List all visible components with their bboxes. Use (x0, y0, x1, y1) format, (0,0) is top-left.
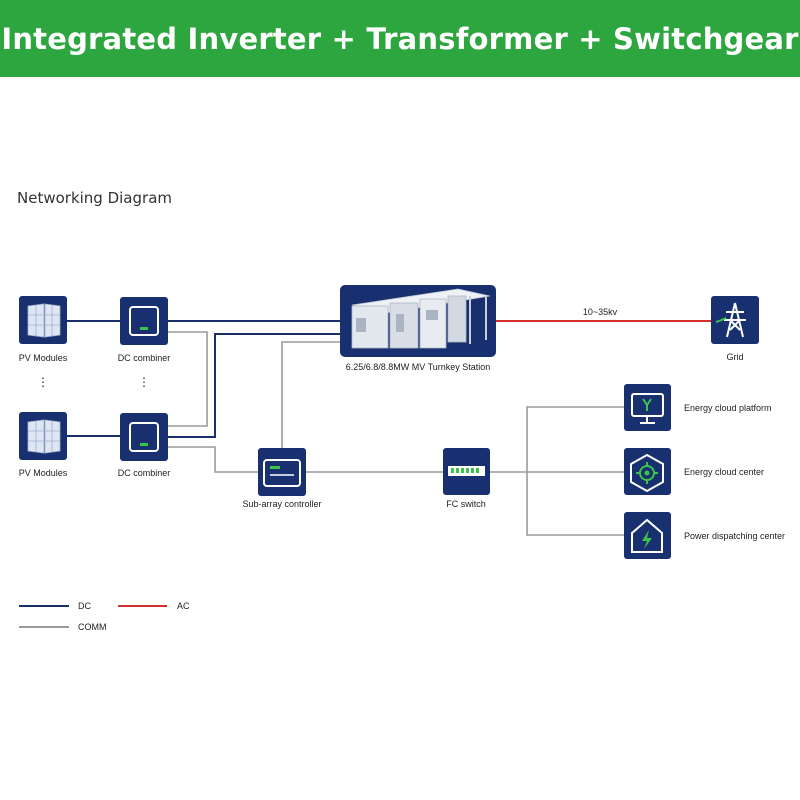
house-lightning-icon (631, 518, 663, 553)
comm-line-controller-station (281, 341, 340, 448)
network-switch-icon (448, 466, 485, 476)
pv-modules-top-node (19, 296, 67, 344)
pv-modules-top-label: PV Modules (18, 353, 68, 363)
sub-array-controller-node (258, 448, 306, 496)
dc-combiner-top-node (120, 297, 168, 345)
legend-dc-label: DC (78, 601, 91, 611)
dc-combiner-bottom-label: DC combiner (117, 468, 171, 478)
grid-node (711, 296, 759, 344)
dc-combiner-top-label: DC combiner (117, 353, 171, 363)
controller-icon (263, 459, 301, 487)
power-dispatching-center-label: Power dispatching center (684, 531, 786, 541)
banner-title: Integrated Inverter + Transformer + Swit… (1, 21, 799, 56)
dc-combiner-ellipsis: ⋮ (138, 375, 150, 389)
pv-modules-bottom-node (19, 412, 67, 460)
comm-line-combiner-controller (168, 446, 258, 473)
voltage-label: 10~35kv (582, 307, 618, 317)
fc-switch-label: FC switch (446, 499, 486, 509)
turnkey-station-node (340, 285, 496, 357)
turnkey-station-icon (351, 288, 491, 349)
legend-comm-label: COMM (78, 622, 107, 632)
legend (19, 605, 167, 628)
power-dispatching-center-node (624, 512, 671, 559)
diagram-title: Networking Diagram (17, 189, 172, 207)
energy-cloud-platform-node (624, 384, 671, 431)
dc-lines (67, 320, 340, 438)
comm-lines (168, 331, 624, 536)
solar-panel-icon (27, 419, 61, 454)
grid-label: Grid (726, 352, 744, 362)
sub-array-controller-label: Sub-array controller (242, 499, 322, 509)
transmission-tower-icon (715, 302, 746, 338)
combiner-box-icon (129, 422, 159, 452)
turnkey-station-label: 6.25/6.8/8.8MW MV Turnkey Station (345, 362, 491, 372)
pv-modules-bottom-label: PV Modules (18, 468, 68, 478)
comm-line-dispatching (526, 472, 624, 536)
gear-icon (630, 453, 664, 493)
solar-panel-icon (27, 303, 61, 338)
comm-line-cloud-platform (526, 406, 624, 472)
energy-cloud-center-label: Energy cloud center (684, 467, 765, 477)
pv-modules-ellipsis: ⋮ (37, 375, 49, 389)
energy-cloud-center-node (624, 448, 671, 495)
title-banner: Integrated Inverter + Transformer + Swit… (0, 0, 800, 77)
dc-line-combiner-bottom-station (168, 333, 340, 438)
monitor-icon (631, 393, 664, 424)
dc-combiner-bottom-node (120, 413, 168, 461)
combiner-box-icon (129, 306, 159, 336)
energy-cloud-platform-label: Energy cloud platform (684, 403, 772, 413)
fc-switch-node (443, 448, 490, 495)
legend-ac-label: AC (177, 601, 190, 611)
comm-line-combiners (168, 331, 208, 427)
